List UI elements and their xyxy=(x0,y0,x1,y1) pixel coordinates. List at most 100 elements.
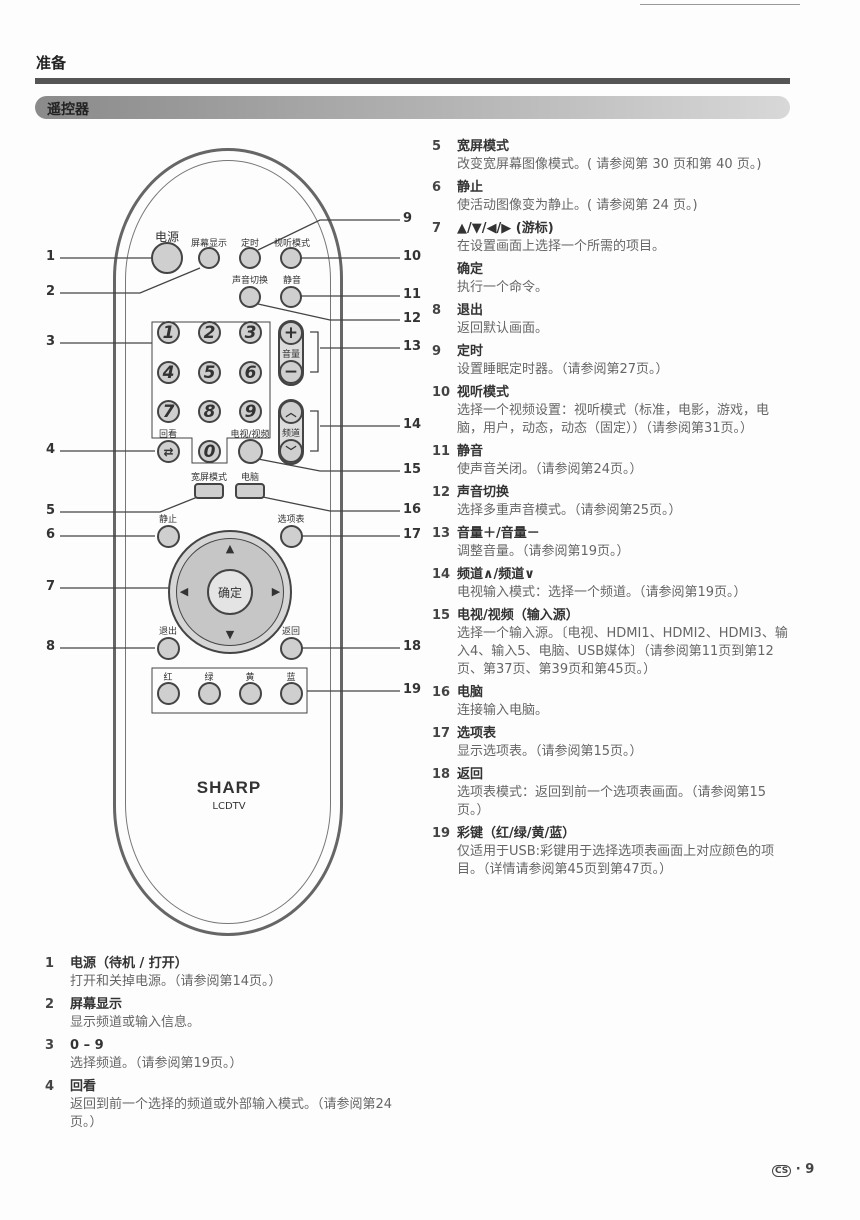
display-label: 屏幕显示 xyxy=(190,239,228,249)
item-number: 19 xyxy=(432,826,451,841)
callout-15: 15 xyxy=(403,462,422,477)
callout-14: 14 xyxy=(403,417,422,432)
callout-18: 18 xyxy=(403,639,422,654)
callout-17: 17 xyxy=(403,527,422,542)
item-description: 打开和关掉电源。（请参阅第14页。） xyxy=(70,974,282,989)
item-title: 电脑 xyxy=(457,685,484,700)
sound-button[interactable] xyxy=(239,286,261,308)
item-title: 回看 xyxy=(70,1079,97,1094)
remote-body xyxy=(113,148,343,936)
item-description: 返回到前一个选择的频道或外部输入模式。（请参阅第24页。） xyxy=(70,1097,393,1130)
header-divider xyxy=(35,78,790,84)
item-number: 13 xyxy=(432,526,451,541)
digit-5-button[interactable]: 5 xyxy=(198,361,221,384)
green-button[interactable] xyxy=(198,682,221,705)
item-number: 12 xyxy=(432,485,451,500)
item-number: 8 xyxy=(432,303,442,318)
return-button[interactable] xyxy=(280,637,303,660)
item-number: 5 xyxy=(432,139,442,154)
digit-3-button[interactable]: 3 xyxy=(239,321,262,344)
digit-1-button[interactable]: 1 xyxy=(157,321,180,344)
av-mode-label: 视听模式 xyxy=(273,239,311,249)
item-title: 频道∧/频道∨ xyxy=(457,567,535,582)
yellow-button[interactable] xyxy=(239,682,262,705)
digit-0-button[interactable]: 0 xyxy=(198,440,221,463)
item-title: 电视/视频（输入源） xyxy=(457,608,579,623)
av-mode-button[interactable] xyxy=(280,247,302,269)
display-button[interactable] xyxy=(198,247,220,269)
channel-down-button[interactable]: ﹀ xyxy=(279,439,303,463)
brand-logo: SHARP xyxy=(196,778,262,797)
item-title: 视听模式 xyxy=(457,385,510,400)
volume-up-button[interactable]: + xyxy=(279,321,303,345)
down-button[interactable]: ▼ xyxy=(225,628,235,641)
item-description: 选择一个输入源。〔电视、HDMI1、HDMI2、HDMI3、输入4、输入5、电脑… xyxy=(457,626,788,677)
input-label: 电视/视频 xyxy=(230,430,270,440)
mute-button[interactable] xyxy=(280,286,302,308)
digit-7-button[interactable]: 7 xyxy=(157,400,180,423)
item-number: 11 xyxy=(432,444,451,459)
volume-label: 音量 xyxy=(281,350,301,360)
item-number: 17 xyxy=(432,726,451,741)
callout-13: 13 xyxy=(403,339,422,354)
right-button[interactable]: ▶ xyxy=(271,585,281,598)
freeze-button[interactable] xyxy=(157,525,180,548)
item-number: 14 xyxy=(432,567,451,582)
blue-button[interactable] xyxy=(280,682,303,705)
section-title: 遥控器 xyxy=(47,102,89,118)
up-button[interactable]: ▲ xyxy=(225,542,235,555)
item-description: 在设置画面上选择一个所需的项目。 xyxy=(457,239,666,254)
item-description: 使活动图像变为静止。( 请参阅第 24 页。) xyxy=(457,198,698,213)
item-title: ▲/▼/◀/▶ (游标) xyxy=(457,221,554,236)
item-description: 改变宽屏幕图像模式。( 请参阅第 30 页和第 40 页。) xyxy=(457,157,762,172)
callout-4: 4 xyxy=(46,442,56,457)
power-label: 电源 xyxy=(154,230,180,244)
callout-16: 16 xyxy=(403,502,422,517)
item-description: 执行一个命令。 xyxy=(457,280,549,295)
exit-button[interactable] xyxy=(157,637,180,660)
language-badge: CS xyxy=(772,1165,792,1177)
left-button[interactable]: ◀ xyxy=(179,585,189,598)
sleep-button[interactable] xyxy=(239,247,261,269)
callout-5: 5 xyxy=(46,503,56,518)
item-number: 4 xyxy=(45,1079,55,1094)
yellow-label: 黄 xyxy=(245,673,255,683)
digit-8-button[interactable]: 8 xyxy=(198,400,221,423)
flashback-label: 回看 xyxy=(158,430,178,440)
return-label: 返回 xyxy=(281,627,301,637)
input-button[interactable] xyxy=(238,439,263,464)
flashback-button[interactable]: ⇄ xyxy=(157,440,180,463)
callout-8: 8 xyxy=(46,639,56,654)
item-title: 定时 xyxy=(457,344,484,359)
channel-up-button[interactable]: ︿ xyxy=(279,400,303,424)
red-button[interactable] xyxy=(157,682,180,705)
chapter-heading: 准备 xyxy=(36,54,67,72)
digit-4-button[interactable]: 4 xyxy=(157,361,180,384)
volume-down-button[interactable]: − xyxy=(279,360,303,384)
wide-label: 宽屏模式 xyxy=(190,473,228,483)
item-title: 屏幕显示 xyxy=(70,997,123,1012)
digit-6-button[interactable]: 6 xyxy=(239,361,262,384)
item-title: 静音 xyxy=(457,444,484,459)
callout-7: 7 xyxy=(46,579,56,594)
power-button[interactable] xyxy=(151,242,183,274)
pc-button[interactable] xyxy=(235,483,265,499)
page-number: CS · 9 xyxy=(772,1162,814,1177)
remote-inner-outline xyxy=(125,160,331,924)
ok-button[interactable]: 确定 xyxy=(207,569,253,615)
item-description: 选择频道。（请参阅第19页。） xyxy=(70,1056,243,1071)
exit-label: 退出 xyxy=(158,627,178,637)
model-label: LCDTV xyxy=(212,801,246,812)
menu-label: 选项表 xyxy=(277,515,305,525)
wide-mode-button[interactable] xyxy=(194,483,224,499)
digit-2-button[interactable]: 2 xyxy=(198,321,221,344)
digit-9-button[interactable]: 9 xyxy=(239,400,262,423)
menu-button[interactable] xyxy=(280,525,303,548)
item-number: 6 xyxy=(432,180,442,195)
item-title: 静止 xyxy=(457,180,484,195)
